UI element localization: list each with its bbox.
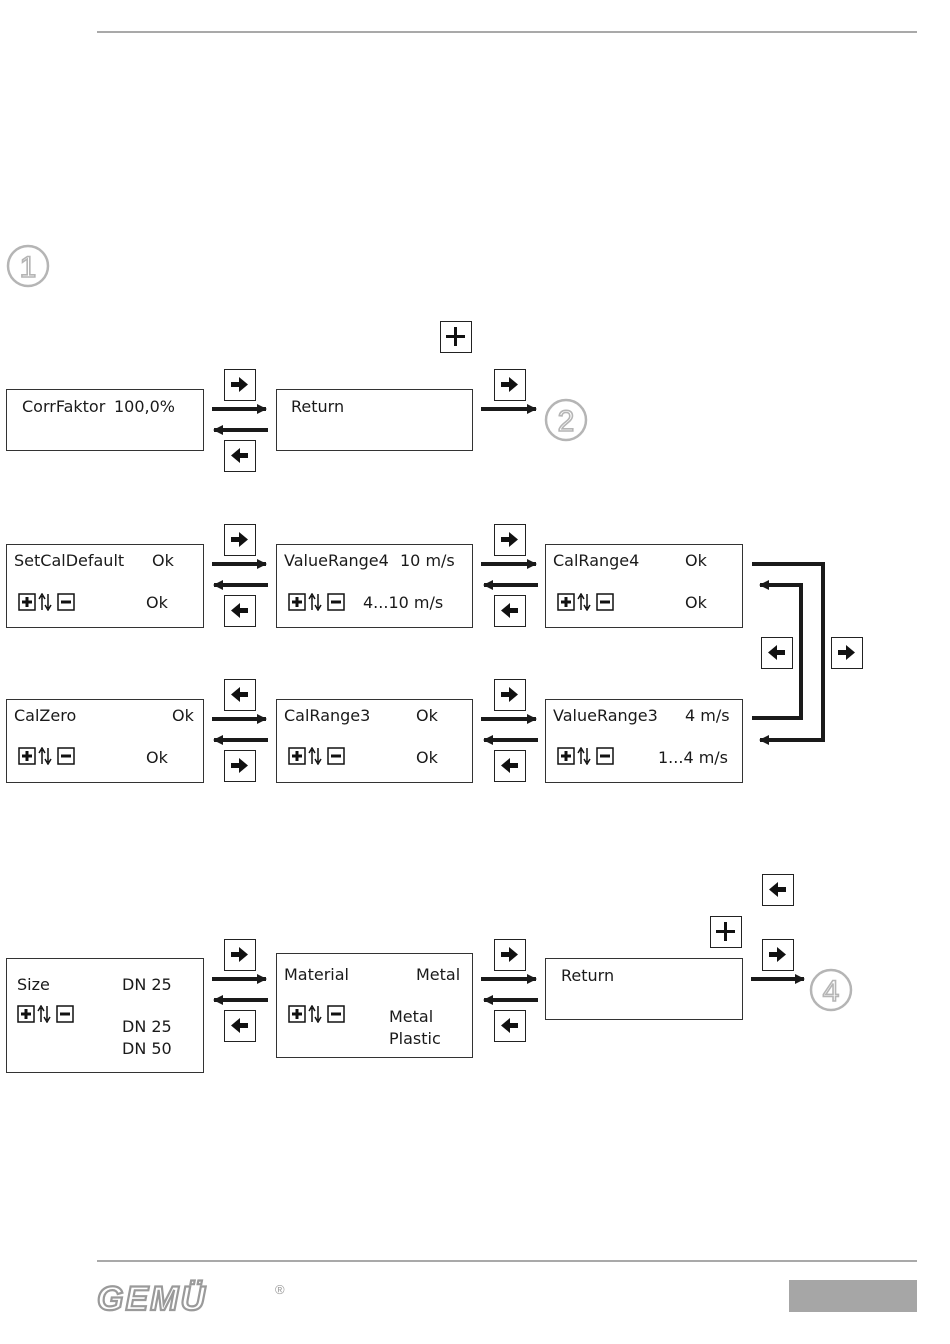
screen-option: Ok (146, 595, 168, 611)
right-arrow-key-icon[interactable] (494, 524, 526, 556)
screen-option: Ok (146, 750, 168, 766)
right-arrow-key-icon[interactable] (224, 939, 256, 971)
screen-value: 10 m/s (400, 553, 455, 569)
screen-label: Size (17, 977, 50, 993)
plus-updown-minus-icon (288, 747, 350, 765)
left-arrow-key-icon[interactable] (762, 874, 794, 906)
page-number-bar (789, 1280, 917, 1312)
right-arrow-key-icon[interactable] (224, 369, 256, 401)
screen-option: DN 50 (122, 1041, 172, 1057)
step-2-circle: 2 (543, 397, 589, 443)
left-arrow-key-icon[interactable] (494, 595, 526, 627)
right-arrow-key-icon[interactable] (762, 939, 794, 971)
screen-size: Size DN 25 DN 25 DN 50 (6, 958, 204, 1073)
screen-option: Ok (685, 595, 707, 611)
screen-value: Ok (685, 553, 707, 569)
screen-valuerange3: ValueRange3 4 m/s 1...4 m/s (545, 699, 743, 783)
screen-label: CalRange3 (284, 708, 370, 724)
svg-text:®: ® (275, 1282, 285, 1297)
screen-material: Material Metal Metal Plastic (276, 953, 473, 1058)
screen-label: SetCalDefault (14, 553, 124, 569)
screen-value: Ok (172, 708, 194, 724)
screen-value: 100,0% (114, 399, 175, 415)
plus-updown-minus-icon (17, 1005, 79, 1023)
svg-text:4: 4 (823, 975, 840, 1008)
screen-label: CalRange4 (553, 553, 639, 569)
svg-text:2: 2 (558, 405, 575, 438)
screen-option: Plastic (389, 1031, 441, 1047)
screen-calrange3: CalRange3 Ok Ok (276, 699, 473, 783)
screen-option: Ok (416, 750, 438, 766)
screen-return-1: Return (276, 389, 473, 451)
screen-calzero: CalZero Ok Ok (6, 699, 204, 783)
left-arrow-key-icon[interactable] (224, 440, 256, 472)
screen-label: Return (561, 968, 614, 984)
screen-option: DN 25 (122, 1019, 172, 1035)
screen-value: 4 m/s (685, 708, 730, 724)
screen-label: ValueRange4 (284, 553, 389, 569)
screen-label: ValueRange3 (553, 708, 658, 724)
left-arrow-key-icon[interactable] (494, 750, 526, 782)
plus-updown-minus-icon (288, 593, 350, 611)
screen-label: CorrFaktor (22, 399, 105, 415)
right-arrow-key-icon[interactable] (831, 637, 863, 669)
screen-label: Return (291, 399, 344, 415)
step-4-circle: 4 (808, 967, 854, 1013)
screen-valuerange4: ValueRange4 10 m/s 4...10 m/s (276, 544, 473, 628)
left-arrow-key-icon[interactable] (224, 1010, 256, 1042)
gemu-logo: GEMÜ ® (97, 1278, 297, 1318)
plus-updown-minus-icon (557, 593, 619, 611)
left-arrow-key-icon[interactable] (224, 679, 256, 711)
right-arrow-key-icon[interactable] (224, 750, 256, 782)
step-1-circle: 1 (5, 243, 51, 289)
svg-text:1: 1 (20, 251, 37, 284)
plus-updown-minus-icon (18, 747, 80, 765)
screen-value: Ok (152, 553, 174, 569)
screen-corrfaktor: CorrFaktor 100,0% (6, 389, 204, 451)
right-arrow-key-icon[interactable] (224, 524, 256, 556)
screen-value: Metal (416, 967, 460, 983)
right-arrow-key-icon[interactable] (494, 369, 526, 401)
screen-calrange4: CalRange4 Ok Ok (545, 544, 743, 628)
screen-value: Ok (416, 708, 438, 724)
screen-value: DN 25 (122, 977, 172, 993)
plus-key-icon[interactable] (710, 916, 742, 948)
screen-setcaldefault: SetCalDefault Ok Ok (6, 544, 204, 628)
left-arrow-key-icon[interactable] (761, 637, 793, 669)
right-arrow-key-icon[interactable] (494, 679, 526, 711)
screen-option: 4...10 m/s (363, 595, 443, 611)
screen-option: 1...4 m/s (658, 750, 728, 766)
screen-label: Material (284, 967, 349, 983)
screen-option: Metal (389, 1009, 433, 1025)
plus-updown-minus-icon (557, 747, 619, 765)
plus-updown-minus-icon (288, 1005, 350, 1023)
right-arrow-key-icon[interactable] (494, 939, 526, 971)
screen-label: CalZero (14, 708, 76, 724)
left-arrow-key-icon[interactable] (494, 1010, 526, 1042)
plus-updown-minus-icon (18, 593, 80, 611)
left-arrow-key-icon[interactable] (224, 595, 256, 627)
plus-key-icon[interactable] (440, 321, 472, 353)
svg-text:GEMÜ: GEMÜ (97, 1280, 207, 1318)
screen-return-2: Return (545, 958, 743, 1020)
